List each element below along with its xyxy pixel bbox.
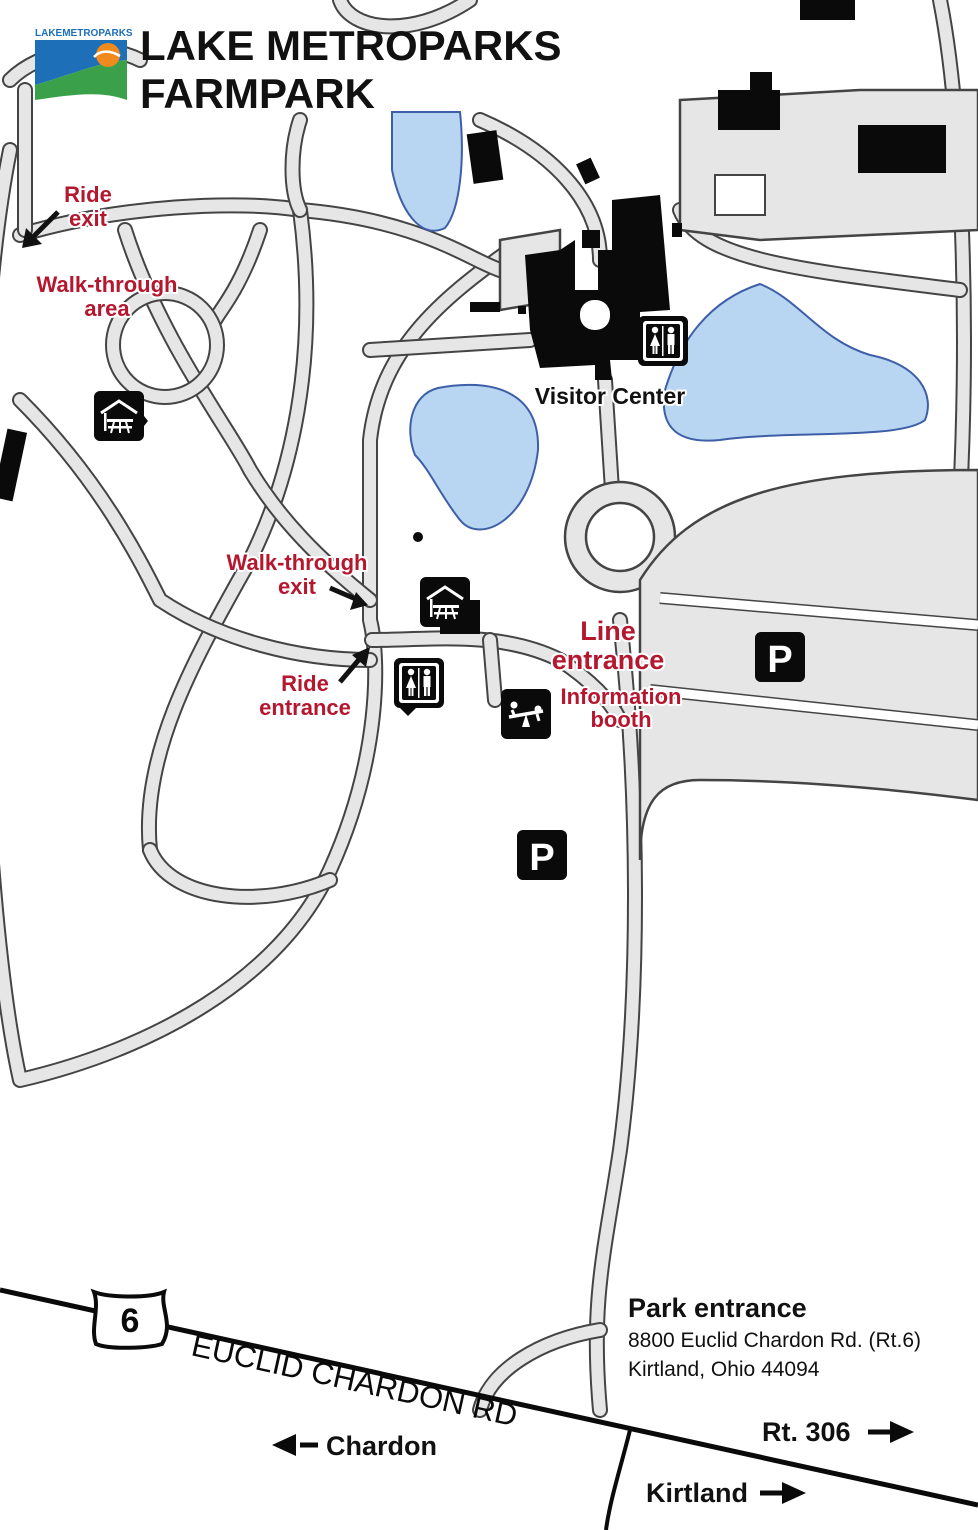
information-booth-label: Information booth <box>559 682 684 734</box>
page-title-line1: LAKE METROPARKS <box>140 22 562 69</box>
restroom-icon <box>394 658 444 716</box>
ride-exit-label: Ride exit <box>22 180 114 248</box>
parking-letter: P <box>767 639 792 681</box>
park-entrance-address-line2: Kirtland, Ohio 44094 <box>628 1358 820 1381</box>
ride-exit-line2: exit <box>69 206 108 231</box>
parking-letter: P <box>529 837 554 879</box>
lake-west <box>409 383 540 531</box>
chardon-label: Chardon <box>326 1431 437 1461</box>
park-entrance-address-line1: 8800 Euclid Chardon Rd. (Rt.6) <box>628 1329 921 1352</box>
restroom-icon <box>638 316 688 366</box>
lake-metroparks-logo: LAKEMETROPARKS <box>35 28 133 100</box>
page-title-line2: FARMPARK <box>140 70 375 117</box>
chardon-direction: Chardon <box>272 1431 437 1461</box>
park-entrance-heading: Park entrance <box>628 1293 807 1323</box>
visitor-center-label: Visitor Center <box>535 383 685 409</box>
arrow-right-icon <box>868 1421 914 1443</box>
playground-icon <box>501 689 551 739</box>
line-entrance-label: Line entrance <box>550 614 667 677</box>
walk-through-area-line1: Walk-through <box>37 272 178 297</box>
ride-entrance-label: Ride entrance <box>257 647 370 722</box>
arrow-right-icon <box>760 1482 806 1504</box>
kirtland-label: Kirtland <box>646 1478 748 1508</box>
walk-through-area-label: Walk-through area <box>35 270 180 323</box>
walk-through-exit-line2: exit <box>278 574 317 599</box>
euclid-chardon-rd-label: EUCLID CHARDON RD <box>188 1328 520 1434</box>
park-entrance-info: Park entrance 8800 Euclid Chardon Rd. (R… <box>628 1293 921 1381</box>
parking-icon: P <box>517 830 567 880</box>
arrow-down-left-icon <box>22 210 60 248</box>
ride-exit-line1: Ride <box>64 182 112 207</box>
ride-entrance-line2: entrance <box>259 695 351 720</box>
roundabout <box>563 480 677 594</box>
visitor-center-building <box>525 195 670 380</box>
picnic-shelter-icon <box>420 577 470 627</box>
walk-through-exit-label: Walk-through exit <box>225 548 369 610</box>
information-booth-line1: Information <box>561 684 682 709</box>
lakes <box>391 111 929 531</box>
walk-through-exit-line1: Walk-through <box>227 550 368 575</box>
information-booth-line2: booth <box>590 707 651 732</box>
arrow-right-down-icon <box>329 585 368 610</box>
logo-wordmark: LAKEMETROPARKS <box>35 28 133 39</box>
line-entrance-line1: Line <box>580 616 636 646</box>
arrow-up-right-icon <box>338 647 370 684</box>
arrow-left-icon <box>272 1434 318 1456</box>
route-number: 6 <box>121 1302 140 1340</box>
kirtland-direction: Kirtland <box>646 1478 806 1508</box>
lake-east <box>662 282 929 442</box>
parking-lot-east <box>638 468 978 861</box>
rt306-label: Rt. 306 <box>762 1417 851 1447</box>
us-route-shield-icon: 6 <box>90 1288 169 1350</box>
line-entrance-line2: entrance <box>552 645 665 675</box>
lake-north <box>391 111 463 232</box>
parking-icon: P <box>755 632 805 682</box>
path-network <box>0 0 972 1418</box>
picnic-shelter-icon <box>94 391 148 441</box>
ride-entrance-line1: Ride <box>281 671 329 696</box>
walk-through-area-line2: area <box>84 296 130 321</box>
rt306-direction: Rt. 306 <box>762 1417 914 1447</box>
